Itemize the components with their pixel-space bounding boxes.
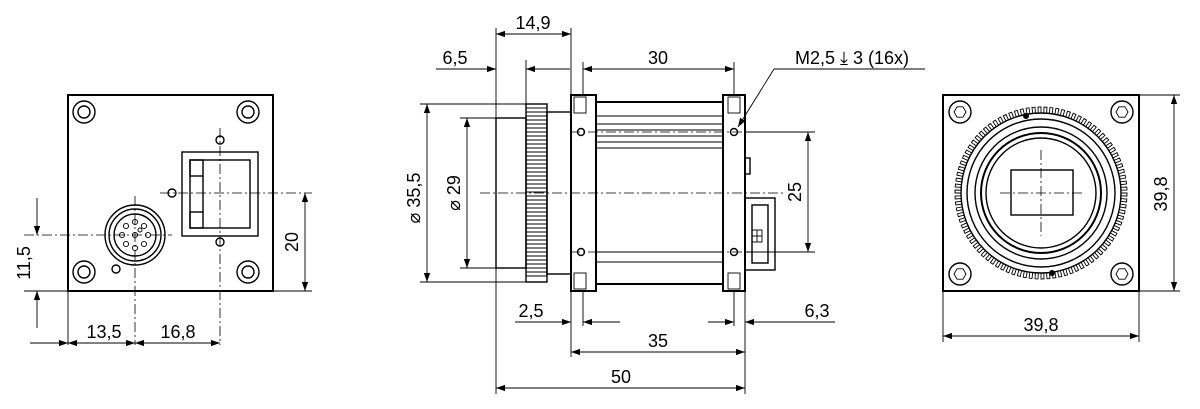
side-view: 14,9 6,5 30 M2,5 ⤓ 3 (16x) ⌀ 35,5 ⌀ 29 2… bbox=[404, 13, 925, 394]
mounting-hole-br bbox=[236, 260, 260, 284]
front-view: 39,8 39,8 bbox=[942, 94, 1180, 342]
hex-screw-br bbox=[1110, 262, 1134, 286]
dim-16-8: 16,8 bbox=[160, 322, 195, 342]
dim-35: 35 bbox=[648, 331, 668, 351]
hex-screw-bl bbox=[948, 262, 972, 286]
dim-2-5: 2,5 bbox=[518, 301, 543, 321]
rj-connector bbox=[167, 135, 259, 247]
hex-screw-tl bbox=[948, 100, 972, 124]
mounting-hole-tr bbox=[236, 100, 260, 124]
dim-11-5: 11,5 bbox=[14, 246, 34, 280]
dim-39-8-horizontal: 39,8 bbox=[1023, 315, 1058, 335]
dim-20: 20 bbox=[282, 232, 302, 252]
body-fins bbox=[596, 115, 723, 263]
front-knurled-ring bbox=[954, 106, 1128, 280]
dim-39-8-vertical: 39,8 bbox=[1151, 176, 1171, 211]
dim-6-5: 6,5 bbox=[442, 48, 467, 68]
dim-25: 25 bbox=[785, 182, 805, 202]
mounting-hole-tl bbox=[72, 100, 96, 124]
dim-dia-35-5: ⌀ 35,5 bbox=[404, 173, 424, 224]
dim-dia-29: ⌀ 29 bbox=[444, 175, 464, 211]
hex-screw-tr bbox=[1110, 100, 1134, 124]
dim-50: 50 bbox=[611, 367, 631, 387]
thread-callout: M2,5 ⤓ 3 (16x) bbox=[795, 48, 909, 68]
dim-6-3: 6,3 bbox=[804, 301, 829, 321]
dim-13-5: 13,5 bbox=[86, 322, 121, 342]
dim-30: 30 bbox=[648, 48, 668, 68]
back-view: 11,5 20 13,5 16,8 bbox=[14, 94, 312, 347]
dim-14-9: 14,9 bbox=[515, 13, 550, 33]
mounting-hole-bl bbox=[72, 260, 96, 284]
